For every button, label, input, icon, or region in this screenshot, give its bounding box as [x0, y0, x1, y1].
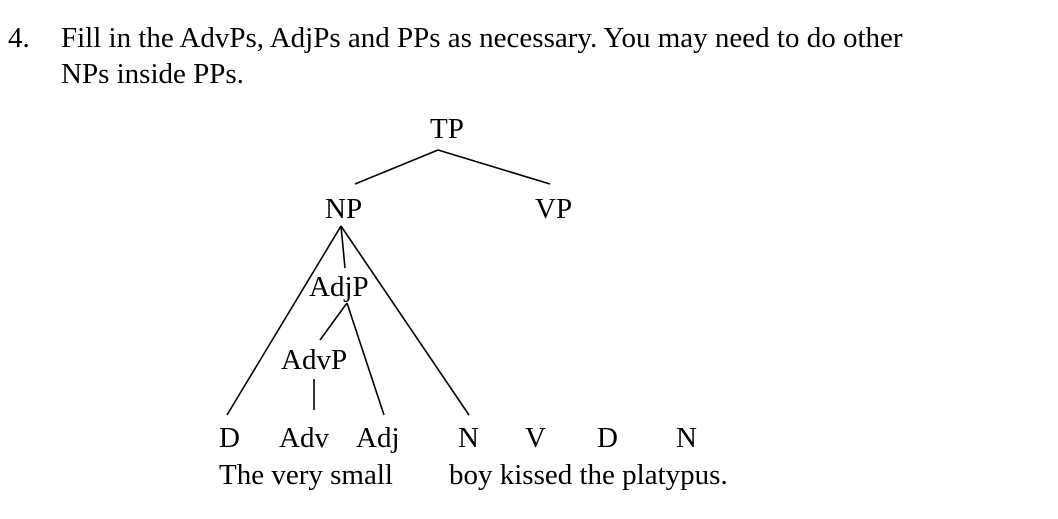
branch-np-d	[226, 225, 342, 416]
sentence-part-1: The very small	[219, 459, 393, 491]
category-n-2: N	[676, 422, 697, 454]
exercise-instruction: Fill in the AdvPs, AdjPs and PPs as nece…	[61, 20, 1041, 92]
category-n-1: N	[458, 422, 479, 454]
category-d-1: D	[219, 422, 240, 454]
instruction-line-2: NPs inside PPs.	[61, 58, 244, 90]
category-adv: Adv	[279, 422, 329, 454]
branch-np-n	[340, 225, 470, 416]
category-d-2: D	[597, 422, 618, 454]
node-vp: VP	[535, 193, 572, 225]
node-tp: TP	[430, 113, 464, 145]
node-np: NP	[325, 193, 362, 225]
instruction-line-1: Fill in the AdvPs, AdjPs and PPs as nece…	[61, 22, 903, 54]
branch-adjp-advp	[319, 302, 348, 341]
branch-np-adjp	[340, 225, 346, 269]
category-adj: Adj	[356, 422, 400, 454]
branch-adjp-adj	[346, 302, 385, 416]
exercise-number: 4.	[8, 22, 30, 54]
branch-tp-vp	[437, 149, 551, 185]
branch-tp-np	[354, 149, 439, 185]
sentence-part-2: boy kissed the platypus.	[449, 459, 728, 491]
node-advp: AdvP	[281, 344, 347, 376]
category-v: V	[525, 422, 546, 454]
node-adjp: AdjP	[309, 271, 369, 303]
